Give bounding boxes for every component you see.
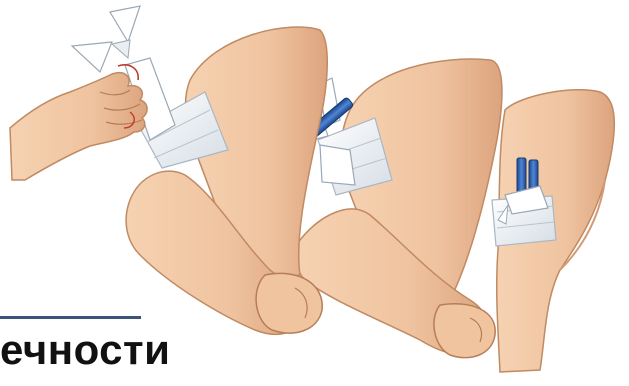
tying-hand (10, 65, 147, 180)
section-divider (0, 316, 141, 319)
arm-step-3 (492, 90, 614, 372)
knot-icon (72, 6, 140, 72)
arm-step-1 (72, 6, 327, 334)
arm-step-2 (295, 59, 502, 358)
caption-text: ечности (0, 326, 170, 374)
